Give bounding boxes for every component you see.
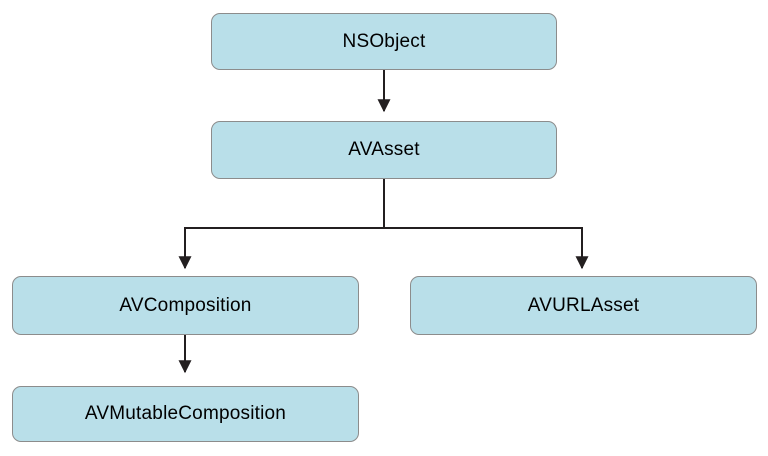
node-avmutablecomposition-label: AVMutableComposition bbox=[84, 403, 287, 424]
node-avasset-label: AVAsset bbox=[348, 139, 420, 160]
node-avcomposition: AVComposition bbox=[12, 276, 359, 335]
node-nsobject-label: NSObject bbox=[342, 30, 426, 52]
edge-avasset-avurlasset bbox=[384, 227, 589, 270]
node-avasset: AVAsset bbox=[211, 121, 557, 179]
node-avurlasset-label: AVURLAsset bbox=[527, 294, 640, 316]
node-nsobject: NSObject bbox=[211, 13, 557, 70]
node-avcomposition-label: AVComposition bbox=[119, 294, 252, 316]
node-avmutablecomposition: AVMutableComposition bbox=[12, 386, 359, 442]
edge-avasset-avcomposition bbox=[178, 227, 384, 270]
node-avurlasset: AVURLAsset bbox=[410, 276, 757, 335]
